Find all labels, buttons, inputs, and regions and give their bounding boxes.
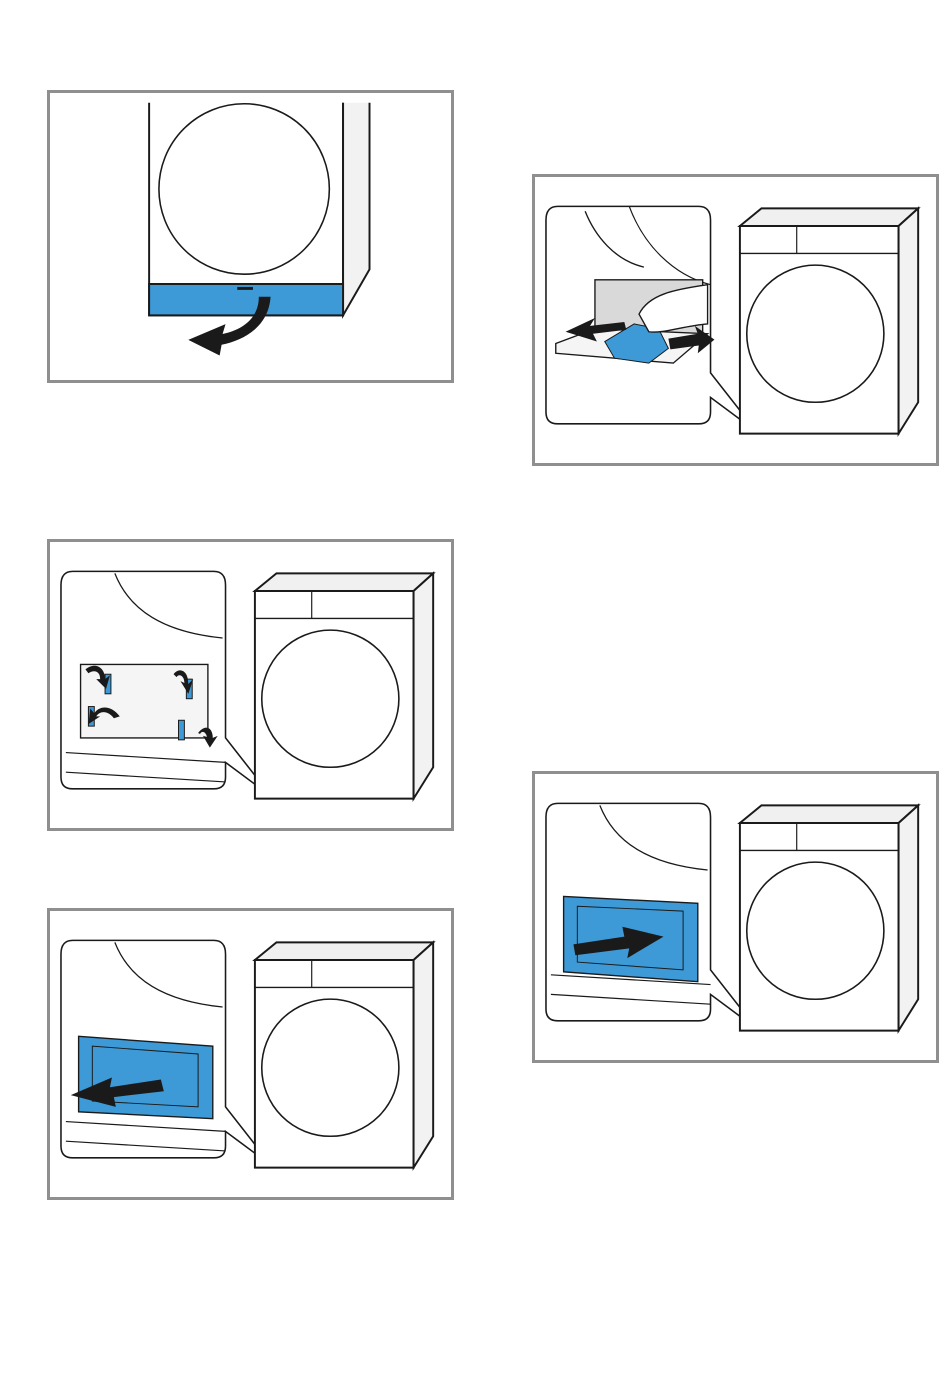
dryer-side [899, 208, 919, 433]
dryer-side [414, 942, 434, 1167]
dryer-front-flap-illustration [50, 93, 451, 380]
clean-opening-illustration [535, 177, 936, 463]
illustration-panel-insert-cover [532, 771, 939, 1063]
dryer-top [740, 805, 918, 823]
illustration-panel-open-flap [47, 90, 454, 383]
illustration-panel-release-clips [47, 539, 454, 831]
illustration-panel-clean-opening [532, 174, 939, 466]
dryer-side [899, 805, 919, 1030]
dryer-door-icon [159, 104, 329, 274]
dryer-top [255, 573, 433, 591]
dryer-side [414, 573, 434, 798]
release-clips-illustration [50, 542, 451, 828]
dryer-side [343, 103, 369, 316]
flap-handle-icon [237, 287, 253, 290]
dryer-top [740, 208, 918, 226]
pull-cover-illustration [50, 911, 451, 1197]
dryer-top [255, 942, 433, 960]
illustration-panel-pull-cover [47, 908, 454, 1200]
insert-cover-illustration [535, 774, 936, 1060]
